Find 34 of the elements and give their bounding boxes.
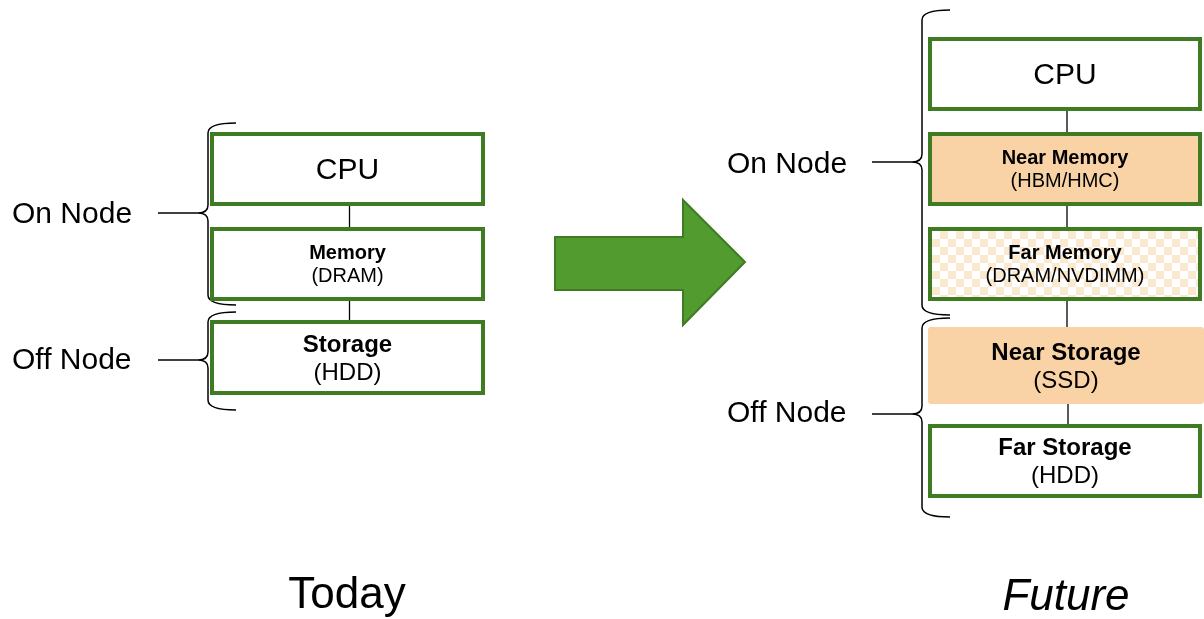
connector-line [1066, 110, 1068, 133]
side-label: Off Node [12, 342, 132, 376]
connector-line [1066, 300, 1068, 328]
side-label: Off Node [727, 395, 847, 429]
layer-subtitle: (SSD) [1033, 365, 1099, 394]
layer-title: Near Memory [1001, 146, 1129, 169]
layer-subtitle: (DRAM/NVDIMM) [985, 264, 1145, 287]
layer-title: Far Memory [1008, 241, 1122, 264]
column-caption: Future [1002, 570, 1130, 619]
layer-title: Near Storage [991, 337, 1141, 366]
layer-box [928, 132, 1202, 206]
layer-box [928, 424, 1202, 498]
layer-box [210, 132, 485, 206]
layer-box [928, 227, 1202, 301]
column-caption: Today [288, 568, 406, 618]
layer-title: CPU [1033, 56, 1097, 92]
connector-line [1066, 205, 1068, 228]
layer-box [928, 37, 1202, 111]
layer-title: Memory [309, 241, 386, 264]
layer-subtitle: (DRAM) [311, 264, 384, 287]
layer-box [210, 227, 485, 301]
layer-title: Storage [302, 329, 393, 358]
side-label: On Node [727, 146, 848, 180]
layer-title: CPU [315, 151, 380, 187]
layer-subtitle: (HBM/HMC) [1010, 169, 1120, 192]
side-label: On Node [12, 196, 133, 230]
connector-line [1067, 403, 1069, 425]
layer-subtitle: (HDD) [313, 357, 382, 386]
layer-title: Far Storage [998, 433, 1132, 461]
connector-line [348, 300, 351, 321]
layer-box [928, 327, 1204, 404]
layer-box [210, 320, 485, 395]
layer-subtitle: (HDD) [1031, 461, 1099, 489]
connector-line [348, 205, 351, 228]
